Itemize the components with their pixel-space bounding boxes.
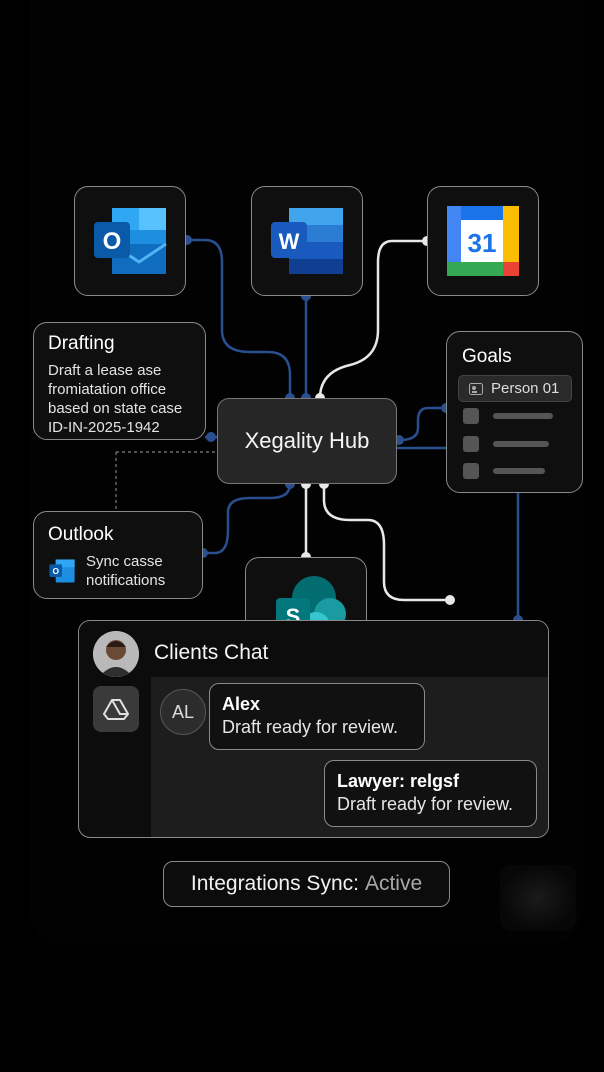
goals-person-chip[interactable]: Person 01 [458,375,572,402]
drive-button[interactable] [93,686,139,732]
chat-messages-area: AL Alex Draft ready for review. Lawyer: … [151,677,548,837]
outlook-card-line: Sync casse [86,553,163,570]
drafting-line: Draft a lease ase [48,362,162,379]
outlook-sync-card[interactable]: Outlook O Sync casse notifications [33,511,203,599]
svg-text:O: O [52,566,59,576]
drafting-card[interactable]: Drafting Draft a lease ase fromiatation … [33,322,206,440]
chat-message-bubble: Alex Draft ready for review. [209,683,425,750]
calendar-icon: 31 [447,206,519,276]
goals-list-item[interactable] [463,436,583,452]
goals-title: Goals [462,346,512,367]
clients-chat-panel: Clients Chat AL Alex Draft ready for rev… [78,620,549,838]
background-blur [500,865,576,931]
message-sender: Alex [222,694,261,714]
drafting-title: Drafting [48,333,115,354]
outlook-card-title: Outlook [48,524,114,545]
goals-card[interactable]: Goals Person 01 [446,331,583,493]
chat-title: Clients Chat [154,641,269,664]
drafting-description: Draft a lease ase fromiatation office ba… [48,361,191,437]
message-sender: Lawyer: relgsf [337,771,460,791]
word-icon: W [271,208,343,274]
contact-card-icon [469,382,483,395]
svg-text:O: O [103,228,122,255]
avatar-icon [93,631,139,677]
drive-icon [103,699,129,720]
outlook-icon: O [49,559,75,583]
svg-text:31: 31 [468,228,497,258]
user-avatar[interactable] [93,631,139,677]
word-app-tile[interactable]: W [251,186,363,296]
hub-title: Xegality Hub [244,428,370,453]
message-text: Draft ready for review. [337,794,514,814]
sync-label: Integrations Sync: [190,872,359,895]
goals-list-item[interactable] [463,463,583,479]
chat-message-bubble: Lawyer: relgsf Draft ready for review. [324,760,537,827]
svg-text:W: W [279,229,300,254]
outlook-icon: O [94,208,167,274]
integrations-sync-status: Integrations Sync: Active [163,861,450,907]
message-text: Draft ready for review. [222,717,399,737]
goals-list-item[interactable] [463,408,583,424]
drafting-line: based on state case [48,400,183,417]
outlook-card-line: notifications [86,572,166,589]
sync-value: Active [364,872,423,895]
xegality-hub-node[interactable]: Xegality Hub [217,398,397,484]
goals-person-label: Person 01 [491,380,560,397]
drafting-line: ID-IN-2025-1942 [48,419,160,436]
outlook-card-description: Sync casse notifications [86,552,165,590]
drafting-line: fromiatation office [48,381,167,398]
sender-initials-avatar: AL [160,689,206,735]
outlook-app-tile[interactable]: O [74,186,186,296]
calendar-app-tile[interactable]: 31 [427,186,539,296]
chat-header [79,621,548,677]
